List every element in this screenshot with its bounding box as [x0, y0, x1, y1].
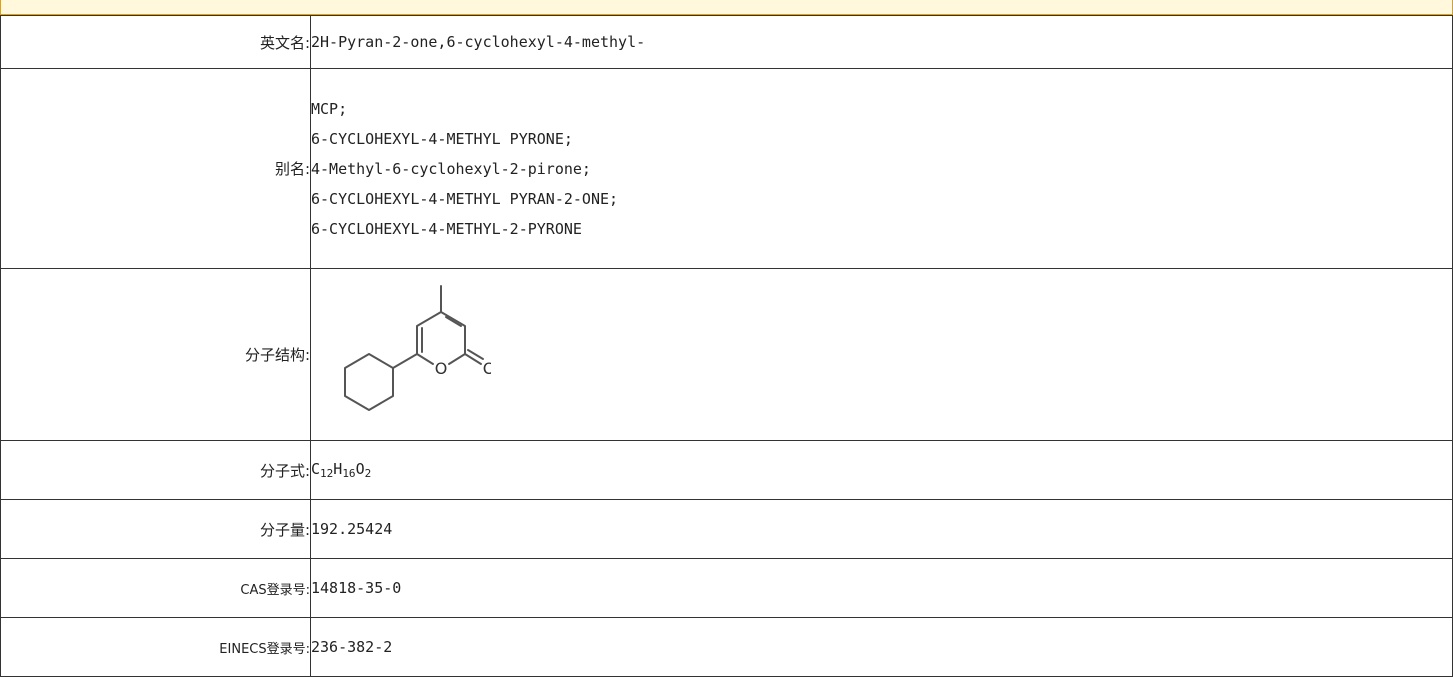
carbonyl-oxygen-atom: O: [483, 359, 491, 378]
table-row: CAS登录号: 14818-35-0: [0, 558, 1453, 618]
table-row: EINECS登录号: 236-382-2: [0, 617, 1453, 677]
alias-item: 6-CYCLOHEXYL-4-METHYL PYRONE;: [311, 129, 573, 148]
molecular-structure-image: O O: [344, 284, 491, 411]
cas-value: 14818-35-0: [310, 558, 1453, 618]
einecs-label: EINECS登录号:: [0, 617, 311, 677]
alias-item: 6-CYCLOHEXYL-4-METHYL-2-PYRONE: [311, 219, 582, 238]
header-strip: [0, 0, 1453, 15]
formula-o: O: [355, 460, 365, 478]
alias-list: MCP; 6-CYCLOHEXYL-4-METHYL PYRONE; 4-Met…: [310, 68, 1453, 269]
table-row: 分子式: C12H16O2: [0, 440, 1453, 500]
alias-item: 6-CYCLOHEXYL-4-METHYL PYRAN-2-ONE;: [311, 189, 619, 208]
formula-c: C: [311, 460, 321, 478]
english-name-value: 2H-Pyran-2-one,6-cyclohexyl-4-methyl-: [310, 15, 1453, 69]
table-row: 分子结构:: [0, 268, 1453, 441]
einecs-value: 236-382-2: [310, 617, 1453, 677]
properties-table: 英文名: 2H-Pyran-2-one,6-cyclohexyl-4-methy…: [0, 15, 1453, 677]
structure-cell: O O: [310, 268, 1453, 441]
cas-label: CAS登录号:: [0, 558, 311, 618]
formula-h-count: 16: [342, 467, 356, 480]
formula-value: C12H16O2: [310, 440, 1453, 500]
alias-item: 4-Methyl-6-cyclohexyl-2-pirone;: [311, 159, 591, 178]
table-row: 分子量: 192.25424: [0, 499, 1453, 559]
table-row: 英文名: 2H-Pyran-2-one,6-cyclohexyl-4-methy…: [0, 15, 1453, 69]
formula-o-count: 2: [364, 467, 372, 480]
formula-label: 分子式:: [0, 440, 311, 500]
molecular-weight-label: 分子量:: [0, 499, 311, 559]
ring-oxygen-atom: O: [435, 359, 448, 378]
structure-label: 分子结构:: [0, 268, 311, 441]
formula-c-count: 12: [320, 467, 334, 480]
english-name-label: 英文名:: [0, 15, 311, 69]
formula-h: H: [333, 460, 343, 478]
table-row: 别名: MCP; 6-CYCLOHEXYL-4-METHYL PYRONE; 4…: [0, 68, 1453, 269]
molecular-weight-value: 192.25424: [310, 499, 1453, 559]
alias-label: 别名:: [0, 68, 311, 269]
alias-item: MCP;: [311, 99, 348, 118]
